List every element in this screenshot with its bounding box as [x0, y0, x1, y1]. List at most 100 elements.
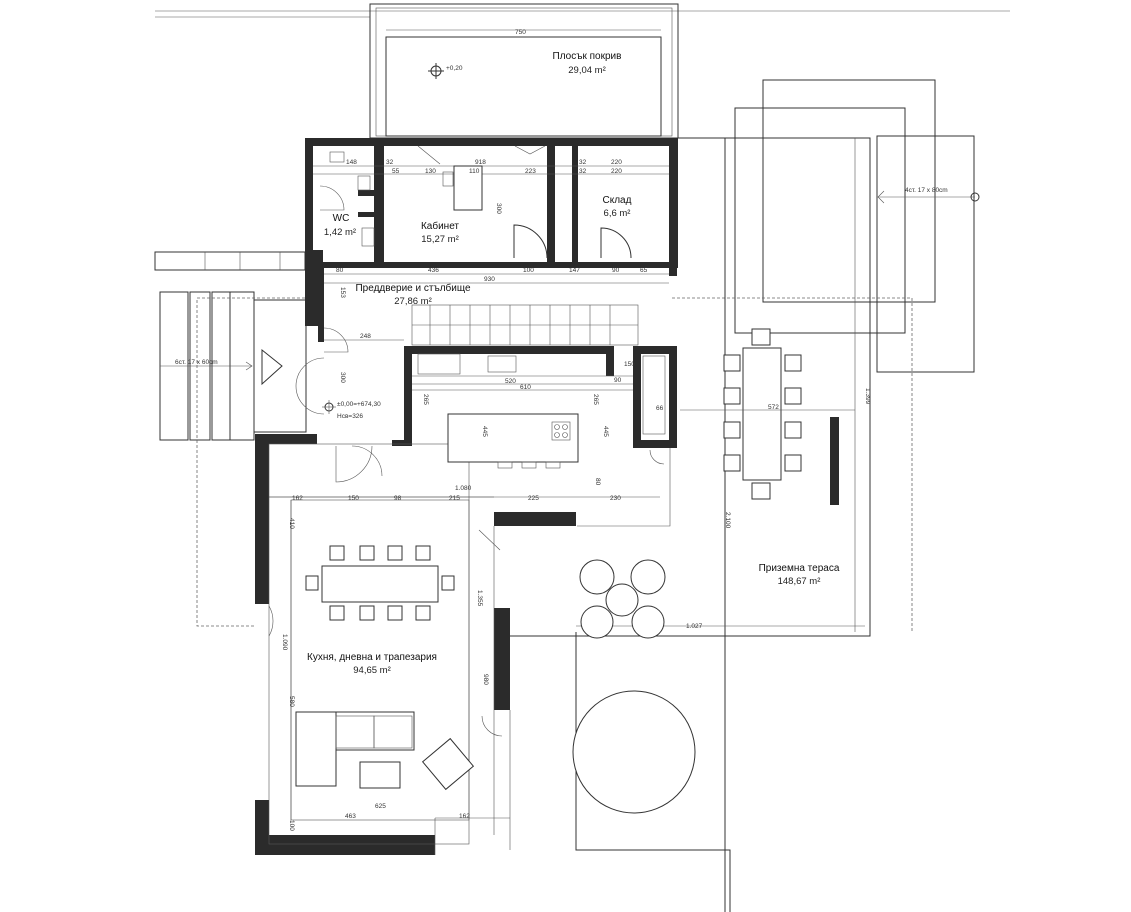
floor-level-label: ±0,00=+674,30: [337, 401, 381, 408]
dim-610: 610: [520, 384, 531, 391]
dim-410: 410: [288, 518, 295, 529]
dim-162b: 162: [459, 813, 470, 820]
left-steps: 6ст. 17 x 60cm: [154, 251, 307, 627]
dim-230: 230: [610, 495, 621, 502]
dim-445b: 445: [602, 426, 609, 437]
terrace-lounge-chairs: [572, 559, 696, 814]
dim-80b: 80: [594, 478, 601, 486]
dim-300b: 300: [339, 372, 346, 383]
dim-580: 580: [288, 696, 295, 707]
storage-area-label: 6,6 m²: [604, 208, 631, 219]
dim-265b: 265: [592, 394, 599, 405]
living-area-label: 94,65 m²: [353, 665, 391, 676]
dim-55: 55: [392, 168, 400, 175]
dim-100b: 100: [288, 820, 295, 831]
living-side-door-icon: [268, 605, 274, 637]
dim-32a: 32: [386, 159, 394, 166]
dim-750: 750: [515, 29, 526, 36]
dim-436: 436: [428, 267, 439, 274]
dim-98: 98: [394, 495, 402, 502]
hall-door-icon: [323, 327, 349, 353]
dim-90a: 90: [612, 267, 620, 274]
dim-150a: 150: [624, 361, 635, 368]
storage-door-icon: [600, 227, 632, 259]
dim-130: 130: [425, 168, 436, 175]
wc-door-icon: [319, 185, 345, 211]
dim-248: 248: [360, 333, 371, 340]
steps-left-label: 6ст. 17 x 60cm: [175, 359, 218, 366]
wc-toilet-icon: [357, 175, 371, 191]
dim-110: 110: [469, 168, 480, 175]
terrace-label: Приземна тераса: [759, 563, 840, 574]
dining-table: [305, 545, 455, 621]
dim-223: 223: [525, 168, 536, 175]
office-furniture: [329, 151, 483, 247]
dim-572: 572: [768, 404, 779, 411]
dim-918: 918: [475, 159, 486, 166]
roof-level: +0,20: [446, 65, 463, 72]
dim-445a: 445: [481, 426, 488, 437]
terrace-area-label: 148,67 m²: [778, 576, 821, 587]
dimensions: 148 32 918 32 220 55 130 110 223 32 220 …: [281, 159, 664, 831]
dim-80a: 80: [336, 267, 344, 274]
dim-2100: 2.100: [724, 512, 731, 529]
terrace-dining-table: 572: [680, 328, 855, 505]
dim-625: 625: [375, 803, 386, 810]
height-label: Нсв=326: [337, 413, 363, 420]
coffee-table: [359, 761, 401, 789]
dim-66: 66: [656, 405, 664, 412]
dim-265a: 265: [422, 394, 429, 405]
interior-lines: [268, 165, 671, 855]
dim-1080: 1.080: [455, 485, 472, 492]
dim-1355: 1.355: [476, 590, 483, 607]
dim-90b: 90: [614, 377, 622, 384]
dim-150b: 150: [348, 495, 359, 502]
dim-147: 147: [569, 267, 580, 274]
dim-300a: 300: [495, 203, 502, 214]
dim-1399: 1.399: [864, 388, 871, 405]
office-desk: [453, 165, 483, 211]
dim-220a: 220: [611, 159, 622, 166]
armchair: [421, 737, 475, 791]
living-door-icon: [335, 445, 373, 483]
dim-65: 65: [640, 267, 648, 274]
dim-32c: 32: [579, 168, 587, 175]
dim-100: 100: [523, 267, 534, 274]
sofa: [295, 711, 475, 791]
dim-1090: 1.090: [281, 634, 288, 651]
walls: [255, 138, 678, 855]
floor-level-marker: ±0,00=+674,30 Нсв=326: [322, 400, 381, 420]
terrace-bench: [830, 417, 839, 505]
terrace-outline: 4ст. 17 x 80cm 1.027 1.399 2.100 Приземн…: [508, 79, 980, 912]
hall-area-label: 27,86 m²: [394, 296, 432, 307]
dim-980: 980: [482, 674, 489, 685]
hall-label: Преддверие и стълбище: [355, 282, 470, 294]
dim-32b: 32: [579, 159, 587, 166]
round-pool: [572, 690, 696, 814]
flat-roof-area: 750 Плосък покрив 29,04 m² +0,20: [369, 3, 679, 139]
dim-220b: 220: [611, 168, 622, 175]
dim-153: 153: [339, 287, 346, 298]
steps-right-label: 4ст. 17 x 80cm: [905, 187, 948, 194]
dim-520: 520: [505, 378, 516, 385]
office-door-icon: [513, 224, 548, 259]
dim-148: 148: [346, 159, 357, 166]
living-label: Кухня, дневна и трапезария: [307, 652, 437, 663]
wc-label: WC: [333, 213, 350, 224]
flat-roof-area-label: 29,04 m²: [568, 65, 606, 76]
dim-463: 463: [345, 813, 356, 820]
wc-area-label: 1,42 m²: [324, 227, 356, 238]
office-area-label: 15,27 m²: [421, 234, 459, 245]
office-label: Кабинет: [421, 220, 459, 232]
dim-1027: 1.027: [686, 623, 703, 630]
storage-label: Склад: [603, 195, 632, 206]
doors: [268, 145, 665, 737]
dim-930: 930: [484, 276, 495, 283]
wc-sink-icon: [329, 151, 345, 163]
dim-162a: 162: [292, 495, 303, 502]
kitchen-island: [447, 413, 579, 463]
dim-225: 225: [528, 495, 539, 502]
dim-215: 215: [449, 495, 460, 502]
flat-roof-label: Плосък покрив: [553, 51, 622, 62]
